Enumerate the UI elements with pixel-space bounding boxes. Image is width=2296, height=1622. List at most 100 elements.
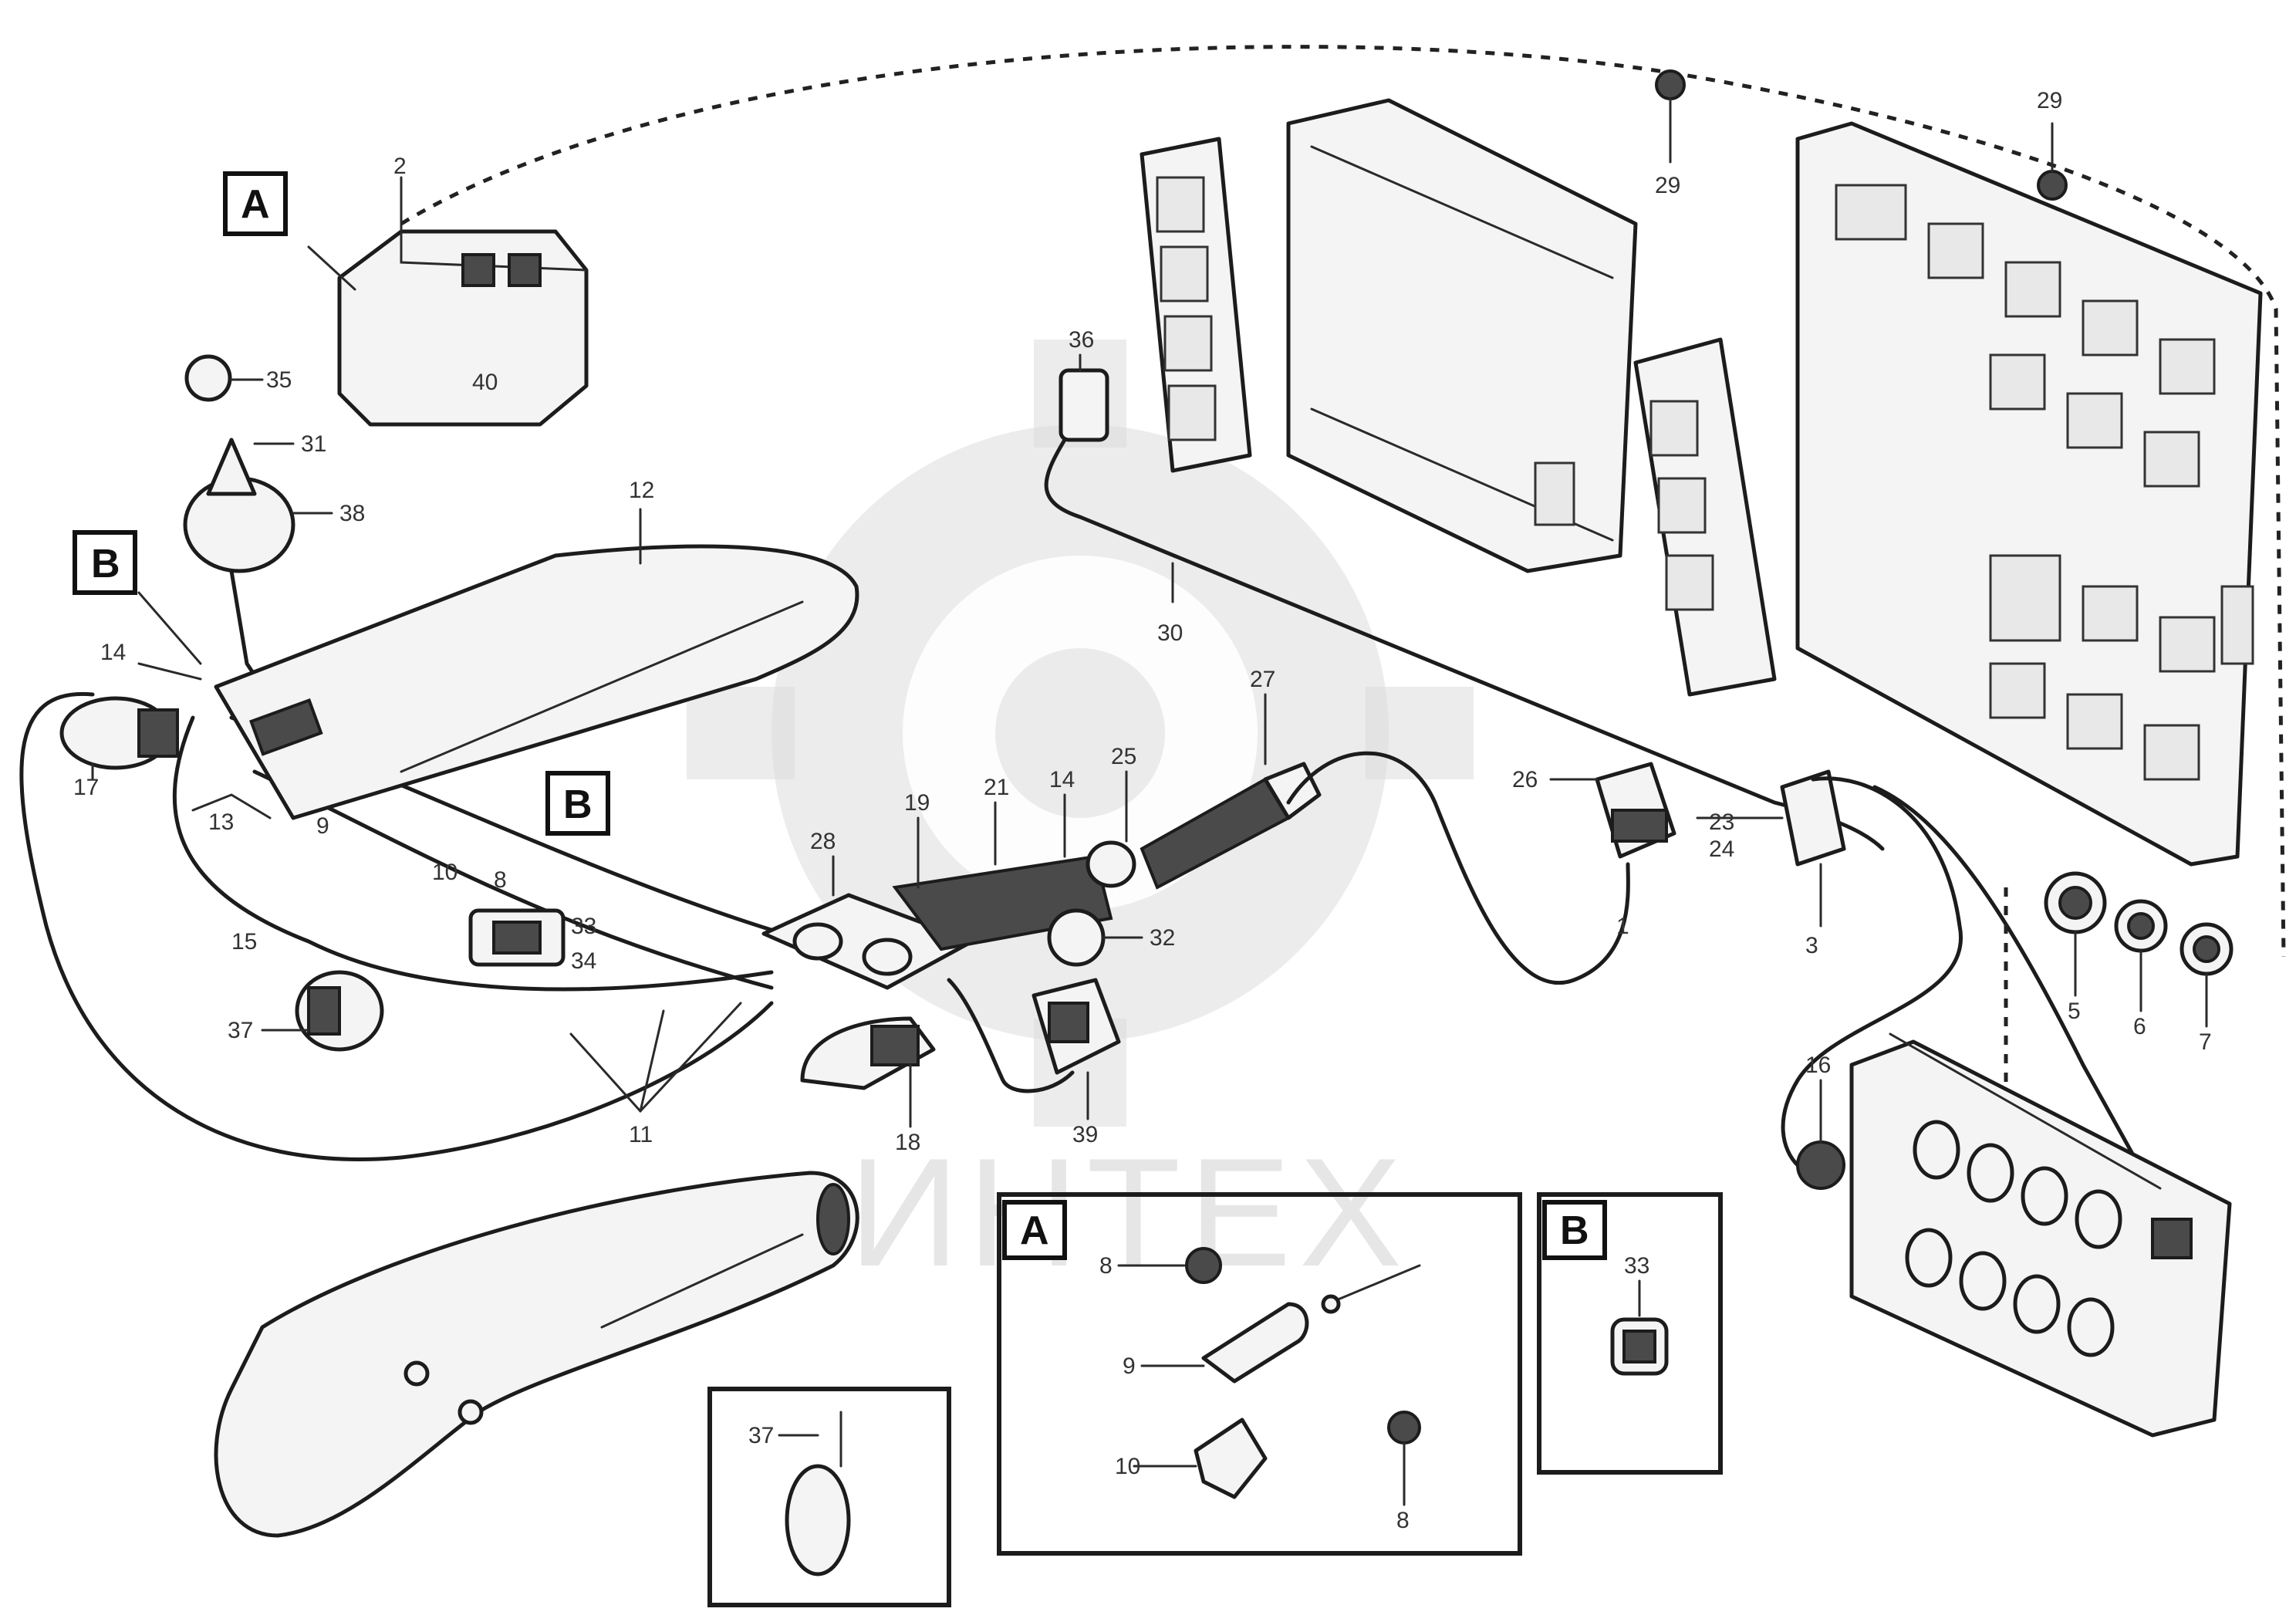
watermark-text: ИНТЕХ — [849, 1127, 1410, 1299]
cable-to-switch-panel-2 — [1872, 785, 2163, 1206]
callout-14: 14 — [100, 640, 126, 665]
control-box-a — [337, 229, 589, 427]
callout-5: 5 — [2068, 999, 2081, 1024]
callout-28: 28 — [810, 829, 836, 854]
callout-10b: 10 — [1115, 1454, 1140, 1479]
detail-frame-37 — [707, 1387, 951, 1607]
leader-line — [137, 662, 202, 681]
ground-screw-top — [1655, 69, 1686, 164]
fanout-line — [569, 1032, 642, 1113]
callout-32: 32 — [1150, 925, 1175, 951]
callout-37b: 37 — [748, 1423, 774, 1448]
svg-text:B: B — [1560, 1208, 1589, 1253]
connector-16 — [1796, 1140, 1845, 1190]
callout-29: 29 — [1655, 173, 1680, 198]
callout-25: 25 — [1111, 744, 1136, 769]
plug-36 — [1059, 368, 1109, 442]
bottom-cover-part — [214, 1171, 859, 1538]
connector-26 — [1595, 762, 1676, 859]
cable-30 — [1044, 438, 1885, 851]
callout-8c: 8 — [1396, 1508, 1410, 1533]
harness-loop-left — [19, 691, 774, 1161]
callout-9b: 9 — [1123, 1353, 1136, 1379]
detail-frame-b — [1537, 1192, 1723, 1475]
connector-25 — [1086, 762, 1322, 890]
callout-30: 30 — [1157, 620, 1183, 646]
cable-to-switch-panel — [1781, 776, 1963, 1168]
relay-strip-right — [1633, 337, 1777, 697]
callout-13: 13 — [208, 809, 234, 835]
callout-8: 8 — [494, 867, 507, 893]
ecu-module — [1286, 98, 1638, 573]
connector-39 — [1032, 978, 1121, 1075]
callout-16: 16 — [1805, 1053, 1831, 1078]
callout-39: 39 — [1072, 1122, 1098, 1147]
detail-frame-a — [997, 1192, 1522, 1556]
svg-text:B: B — [91, 542, 120, 586]
harness-branch — [172, 715, 774, 992]
callout-38: 38 — [339, 501, 365, 526]
fanout-line — [639, 1009, 665, 1113]
callout-29b: 29 — [2037, 88, 2062, 113]
section-label-a-main: A — [223, 171, 288, 236]
svg-text:A: A — [1020, 1208, 1049, 1253]
detail-b-part — [1610, 1279, 1669, 1376]
connector-18 — [800, 1016, 936, 1090]
detail-a-parts — [1117, 1247, 1421, 1506]
section-label-a-detail: A — [1002, 1200, 1067, 1260]
clamp-37 — [785, 1411, 851, 1576]
callout-31: 31 — [301, 431, 326, 457]
callout-21: 21 — [984, 775, 1009, 800]
callout-37: 37 — [228, 1018, 253, 1043]
ring-part-32 — [1047, 908, 1106, 967]
relay-strip-left — [1140, 137, 1252, 473]
callout-10: 10 — [432, 860, 458, 885]
callout-3: 3 — [1805, 933, 1818, 958]
callout-24: 24 — [1709, 836, 1734, 862]
round-connector-7 — [2180, 922, 2234, 976]
callout-33: 33 — [571, 914, 596, 939]
wire-center-right — [1286, 751, 1630, 985]
callout-8b: 8 — [1099, 1253, 1113, 1279]
round-connector-6 — [2114, 899, 2168, 953]
callout-34: 34 — [571, 948, 596, 974]
section-label-b-detail: B — [1542, 1200, 1607, 1260]
callout-19: 19 — [904, 790, 930, 816]
callout-12: 12 — [629, 478, 654, 503]
callout-2: 2 — [393, 154, 407, 179]
callout-26: 26 — [1512, 767, 1538, 792]
leader-line — [137, 591, 202, 665]
bracket-23-24 — [1780, 769, 1846, 867]
callout-15: 15 — [231, 929, 257, 955]
dashed-ground-line-top — [400, 45, 2286, 958]
leader-line — [307, 245, 356, 291]
callout-14b: 14 — [1049, 767, 1075, 792]
connector-37 — [295, 970, 384, 1052]
callout-33b: 33 — [1624, 1253, 1649, 1279]
callout-1: 1 — [1616, 914, 1629, 939]
round-connector-5 — [2044, 871, 2107, 934]
fanout-line — [639, 1002, 742, 1113]
switch-part — [183, 438, 295, 712]
callout-23: 23 — [1709, 809, 1734, 835]
wire-center-bottom — [947, 978, 1075, 1093]
connector-33-34 — [468, 908, 566, 967]
section-label-b-main-left: B — [73, 530, 137, 595]
callout-7: 7 — [2199, 1029, 2212, 1055]
callout-6: 6 — [2133, 1014, 2146, 1039]
connector-17 — [59, 696, 179, 770]
fuse-relay-panel — [1795, 121, 2263, 867]
callout-17: 17 — [73, 775, 99, 800]
ground-screw-panel — [2037, 122, 2068, 201]
svg-text:B: B — [563, 782, 593, 827]
bracket-part — [191, 698, 323, 819]
callout-11: 11 — [629, 1122, 653, 1147]
callout-40: 40 — [472, 370, 498, 395]
callout-35: 35 — [266, 367, 292, 393]
callout-18: 18 — [895, 1130, 920, 1155]
callout-27: 27 — [1250, 667, 1275, 692]
svg-text:A: A — [241, 182, 270, 227]
section-label-b-main: B — [545, 771, 610, 836]
switch-panel — [1849, 1032, 2232, 1438]
